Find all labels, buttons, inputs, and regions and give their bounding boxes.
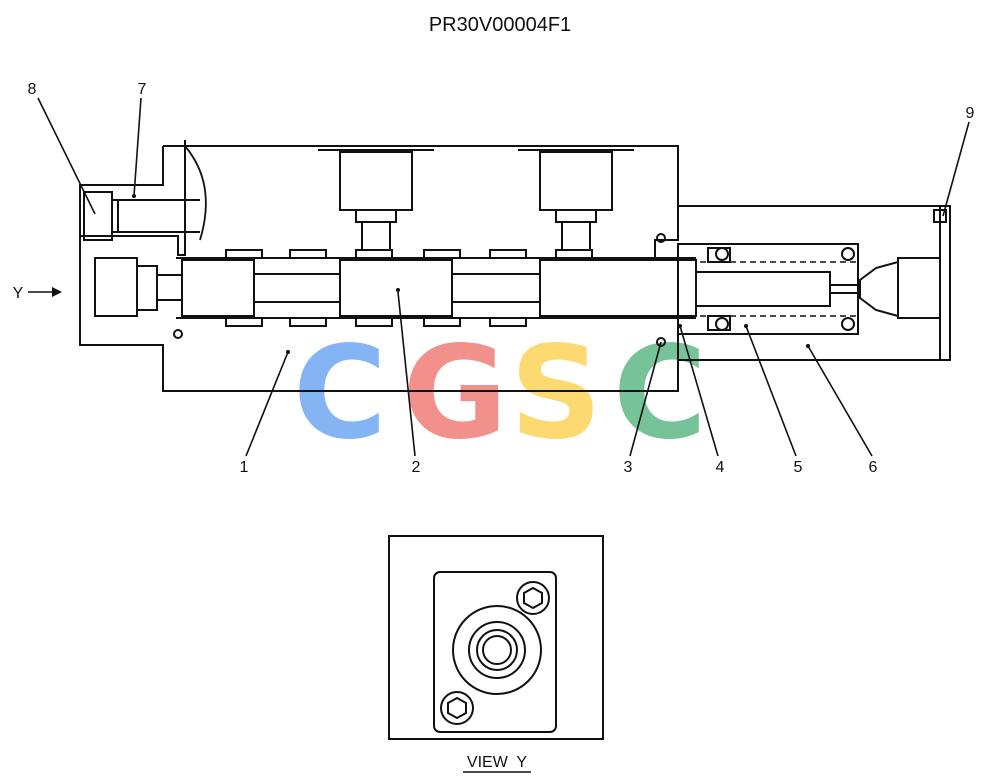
view-y-frame [388,535,604,740]
watermark-letter-1: C [293,319,387,468]
top-port-right [539,151,613,211]
bolt-bottom [440,691,474,725]
bolt-top [516,581,550,615]
spool-land-2 [339,259,453,317]
callout-9: 9 [966,105,975,122]
watermark: C G S C [293,319,707,468]
direction-label-y: Y [13,285,24,302]
valve-cross-section [79,140,951,392]
callout-8: 8 [28,81,37,98]
callout-4: 4 [716,459,725,476]
spool-land-1 [181,259,255,317]
watermark-letter-2: G [402,319,507,468]
callout-2: 2 [412,459,421,476]
plug-left [94,257,138,317]
spring-housing [678,205,951,361]
view-y-detail [388,535,604,740]
leader-dots [132,194,810,354]
view-y-plate [433,571,557,733]
callout-1: 1 [240,459,249,476]
spool-land-3 [539,259,697,317]
watermark-letter-4: C [613,319,707,468]
callout-3: 3 [624,459,633,476]
watermark-letter-3: S [510,319,602,468]
plug-upper-left [83,191,113,241]
callout-6: 6 [869,459,878,476]
direction-arrow-icon [52,287,62,297]
callout-5: 5 [794,459,803,476]
part-number-title: PR30V00004F1 [429,14,571,36]
plug-right [897,257,941,319]
leader-lines [28,97,970,457]
top-port-left [339,151,413,211]
callout-7: 7 [138,81,147,98]
valve-body [79,140,679,392]
view-y-caption: VIEW Y [467,754,527,771]
